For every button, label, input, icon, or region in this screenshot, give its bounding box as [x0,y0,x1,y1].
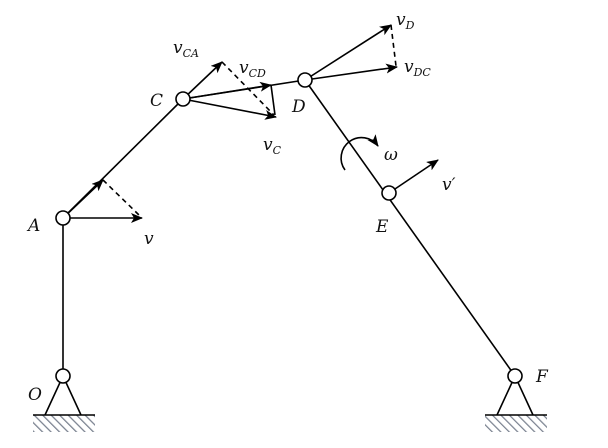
link-DF [304,79,516,377]
vector-v-CA [182,61,223,100]
dashed-CA-to-C [221,61,275,116]
label-v-prime: v′ [442,175,456,195]
label-v-DC: vDC [404,57,431,79]
label-D: D [291,97,306,117]
label-v-CD: vCD [239,58,266,80]
joint-O [55,368,71,384]
label-E: E [375,217,389,237]
omega-arc-icon [340,134,379,171]
joint-A [55,210,71,226]
label-v-CA: vCA [173,38,199,60]
label-O: O [28,385,42,405]
label-F: F [535,367,549,387]
vector-v-C [182,98,277,120]
vector-v-D [304,24,392,81]
vector-v-CD [182,81,272,100]
ground-support-O [33,374,95,432]
vector-v-DC [304,63,398,81]
joint-E [381,185,397,201]
label-omega: ω [384,145,398,165]
label-v-D: vD [396,10,415,32]
label-A: A [26,216,40,236]
solid-CD-to-C [270,84,276,116]
label-v-C: vC [263,135,282,157]
label-v: v [144,229,154,249]
joint-C [175,91,191,107]
vector-v-prime [388,159,439,194]
vector-A-along-AC [62,179,104,219]
dashed-A [102,179,141,217]
joint-D [297,72,313,88]
joint-F [507,368,523,384]
dashed-D [390,24,397,67]
label-C: C [150,91,163,111]
